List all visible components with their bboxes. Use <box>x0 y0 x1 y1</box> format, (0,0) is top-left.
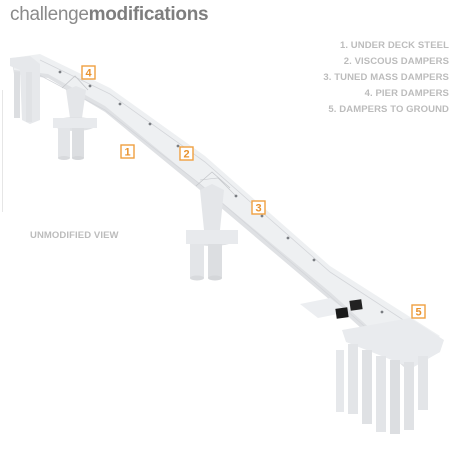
legend-item-dampers-to-ground: 5. DAMPERS TO GROUND <box>328 104 449 115</box>
legend-item-tuned-mass-dampers: 3. TUNED MASS DAMPERS <box>323 72 449 83</box>
page-title: challengemodifications <box>10 4 209 26</box>
svg-text:1: 1 <box>124 147 130 159</box>
marker-5: 5 <box>411 304 426 319</box>
marker-1: 1 <box>120 144 135 159</box>
ground-dampers <box>335 299 363 319</box>
svg-text:2: 2 <box>183 149 189 161</box>
legend-item-under-deck-steel: 1. UNDER DECK STEEL <box>339 40 449 51</box>
deck-joints <box>58 70 384 314</box>
marker-2: 2 <box>179 146 194 161</box>
svg-text:5: 5 <box>415 307 421 319</box>
marker-3: 3 <box>251 200 266 215</box>
left-abutment <box>10 56 40 124</box>
right-abutment <box>300 298 444 434</box>
modifications-legend: 1. UNDER DECK STEEL 2. VISCOUS DAMPERS 3… <box>323 38 449 118</box>
svg-text:3: 3 <box>255 203 261 215</box>
divider <box>2 90 3 212</box>
view-mode-label: UNMODIFIED VIEW <box>30 230 119 241</box>
marker-4: 4 <box>81 65 96 80</box>
title-bold: modifications <box>88 4 209 25</box>
legend-item-viscous-dampers: 2. VISCOUS DAMPERS <box>343 56 449 67</box>
pier-2 <box>186 171 238 281</box>
title-light: challenge <box>10 4 89 25</box>
pier-1 <box>53 75 97 160</box>
svg-text:4: 4 <box>85 68 92 80</box>
legend-item-pier-dampers: 4. PIER DAMPERS <box>364 88 449 99</box>
